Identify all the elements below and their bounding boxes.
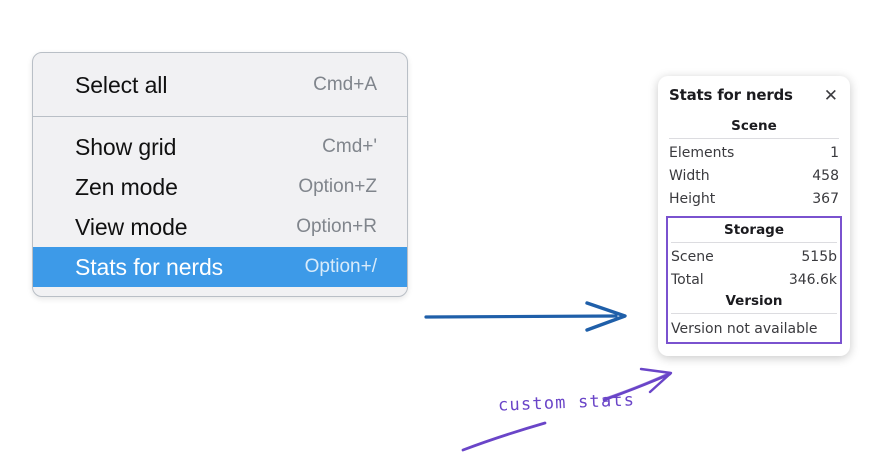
menu-section-secondary: Show grid Cmd+' Zen mode Option+Z View m… bbox=[33, 117, 407, 296]
divider bbox=[669, 138, 839, 139]
stats-panel-header: Stats for nerds ✕ bbox=[669, 86, 839, 104]
divider bbox=[671, 242, 837, 243]
menu-item-label: Select all bbox=[75, 72, 168, 98]
custom-stats-annotation-label: custom stats bbox=[497, 390, 636, 416]
stats-section-version: Version Version not available bbox=[671, 292, 837, 340]
stats-row: Total 346.6k bbox=[671, 269, 837, 292]
scene-heading: Scene bbox=[731, 118, 777, 134]
stats-section-scene: Scene Elements 1 Width 458 Height 367 bbox=[669, 117, 839, 211]
stats-value: 367 bbox=[812, 191, 839, 207]
menu-item-shortcut: Option+Z bbox=[298, 176, 377, 197]
storage-heading: Storage bbox=[723, 222, 785, 238]
stats-key: Scene bbox=[671, 249, 714, 265]
menu-item-shortcut: Option+/ bbox=[304, 256, 377, 277]
stats-row: Elements 1 bbox=[669, 142, 839, 165]
stats-row: Height 367 bbox=[669, 188, 839, 211]
menu-item-label: View mode bbox=[75, 214, 188, 240]
menu-item-zen-mode[interactable]: Zen mode Option+Z bbox=[33, 167, 407, 207]
stats-panel-title: Stats for nerds bbox=[669, 86, 793, 104]
menu-item-show-grid[interactable]: Show grid Cmd+' bbox=[33, 127, 407, 167]
menu-item-label: Show grid bbox=[75, 134, 177, 160]
stats-value: 346.6k bbox=[788, 272, 837, 288]
menu-item-label: Zen mode bbox=[75, 174, 178, 200]
menu-item-shortcut: Option+R bbox=[296, 216, 377, 237]
blue-arrow bbox=[424, 301, 627, 332]
stats-for-nerds-panel: Stats for nerds ✕ Scene Elements 1 Width… bbox=[658, 76, 850, 356]
stats-value: 1 bbox=[830, 145, 839, 161]
version-heading: Version bbox=[725, 293, 783, 309]
menu-item-label: Stats for nerds bbox=[75, 254, 224, 280]
version-note: Version not available bbox=[671, 321, 818, 337]
divider bbox=[671, 313, 837, 314]
purple-underline-stroke bbox=[461, 421, 547, 452]
custom-stats-highlight-box: Storage Scene 515b Total 346.6k Version … bbox=[666, 216, 842, 344]
menu-item-select-all[interactable]: Select all Cmd+A bbox=[33, 65, 407, 105]
stats-section-storage: Storage Scene 515b Total 346.6k bbox=[671, 221, 837, 292]
menu-item-shortcut: Cmd+' bbox=[322, 136, 377, 157]
stats-key: Total bbox=[671, 272, 704, 288]
stats-value: 515b bbox=[801, 249, 837, 265]
menu-item-stats-for-nerds[interactable]: Stats for nerds Option+/ bbox=[33, 247, 407, 287]
menu-item-shortcut: Cmd+A bbox=[313, 74, 377, 95]
stats-row: Width 458 bbox=[669, 165, 839, 188]
stats-row: Scene 515b bbox=[671, 246, 837, 269]
menu-section-primary: Select all Cmd+A bbox=[33, 53, 407, 117]
stats-value: 458 bbox=[812, 168, 839, 184]
stats-key: Height bbox=[669, 191, 716, 207]
menu-item-view-mode[interactable]: View mode Option+R bbox=[33, 207, 407, 247]
stats-key: Elements bbox=[669, 145, 735, 161]
context-menu[interactable]: Select all Cmd+A Show grid Cmd+' Zen mod… bbox=[32, 52, 408, 297]
stats-key: Width bbox=[669, 168, 710, 184]
close-icon[interactable]: ✕ bbox=[823, 85, 838, 105]
